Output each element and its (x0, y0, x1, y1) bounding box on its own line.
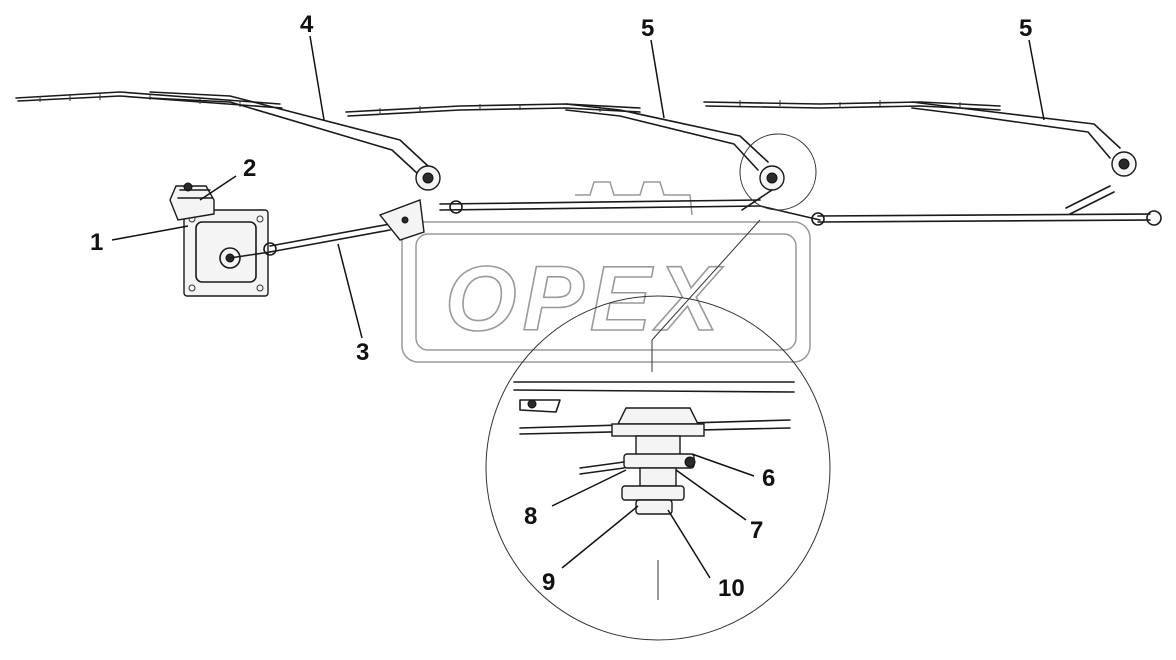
callout-4: 4 (300, 11, 314, 38)
leader-lines (111, 35, 1045, 579)
callout-10: 10 (718, 575, 745, 602)
callout-9: 9 (542, 569, 555, 596)
callout-3: 3 (356, 339, 369, 366)
watermark-badge-inner (415, 233, 797, 351)
linkage-rods (229, 185, 1162, 259)
callout-labels: 1 2 3 4 5 5 6 7 8 9 10 (90, 11, 1032, 602)
wiper-motor (169, 182, 269, 297)
watermark-badge-outer (401, 221, 811, 363)
callout-1: 1 (90, 229, 103, 256)
pivot-detail-view (485, 219, 831, 641)
callout-5-middle: 5 (641, 15, 654, 42)
wiper-arm-1 (15, 91, 441, 191)
callout-2: 2 (243, 155, 256, 182)
callout-7: 7 (750, 517, 763, 544)
watermark-gear-icon (575, 181, 693, 216)
wiper-arm-3 (703, 100, 1137, 177)
watermark-text: OPEX (445, 248, 725, 350)
watermark: OPEX (401, 181, 811, 363)
callout-6: 6 (762, 465, 775, 492)
wiper-arm-2 (345, 103, 817, 211)
callout-8: 8 (524, 503, 537, 530)
callout-5-right: 5 (1019, 15, 1032, 42)
